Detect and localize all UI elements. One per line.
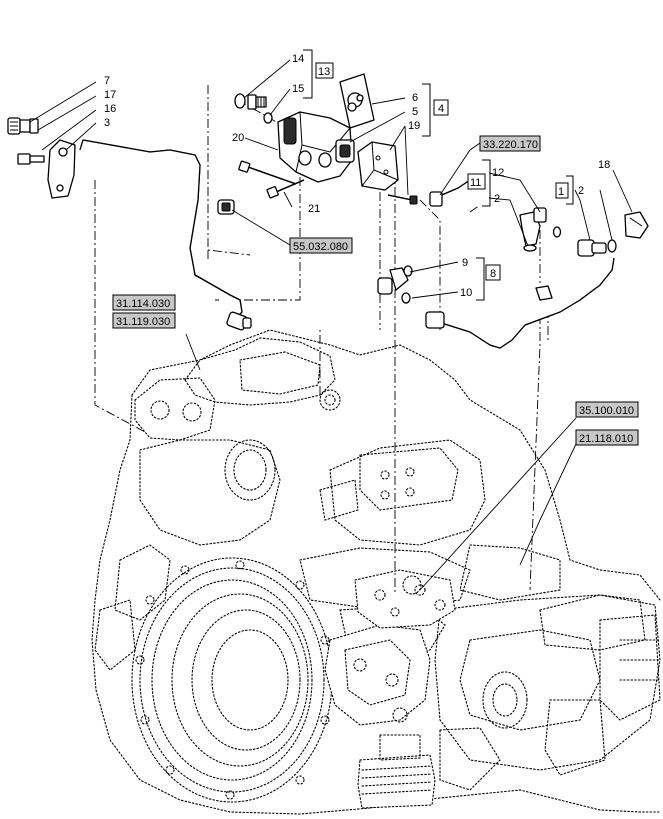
part-number: 6 <box>412 92 418 104</box>
part-number: 5 <box>412 106 418 118</box>
group-brackets <box>303 49 574 301</box>
part-number: 20 <box>232 132 244 144</box>
union-fitting-7 <box>7 117 39 135</box>
reference-label: 31.119.030 <box>116 316 170 328</box>
bell-bolts <box>135 560 330 800</box>
reference-label: 55.032.080 <box>293 241 348 253</box>
part-number: 17 <box>104 89 116 101</box>
part-number: 14 <box>292 53 304 65</box>
reference-label: 31.114.030 <box>116 298 170 310</box>
group-number: 13 <box>318 66 330 78</box>
reference-label: 33.220.170 <box>483 139 538 151</box>
tube-assembly-left <box>7 117 252 331</box>
part-number: 15 <box>292 83 304 95</box>
part-number: 7 <box>104 75 110 87</box>
reference-label: 21.118.010 <box>579 433 633 445</box>
part-number: 2 <box>578 185 584 197</box>
part-number: 9 <box>462 257 468 269</box>
group-number: 8 <box>490 268 496 280</box>
part-number: 19 <box>408 120 420 132</box>
leader-lines <box>29 59 633 591</box>
assembly-center-lines <box>94 85 549 595</box>
transmission-housing <box>91 329 661 815</box>
part-number: 12 <box>492 167 504 179</box>
reference-label: 35.100.010 <box>579 405 634 417</box>
part-number-labels: 7 17 16 3 14 15 20 6 5 19 21 12 2 18 2 9… <box>104 53 610 299</box>
group-number: 4 <box>438 103 444 115</box>
pipe-assembly-right <box>377 179 649 349</box>
part-number: 16 <box>104 103 116 115</box>
reference-boxes: 33.220.170 55.032.080 31.114.030 31.119.… <box>112 135 639 446</box>
group-number: 1 <box>558 186 564 198</box>
bolt-16 <box>17 153 45 165</box>
group-number-boxes: 13 4 11 1 8 <box>315 62 569 281</box>
part-number: 10 <box>460 287 472 299</box>
part-number: 2 <box>494 193 500 205</box>
part-number: 21 <box>308 203 320 215</box>
group-number: 11 <box>470 177 481 189</box>
part-number: 18 <box>598 159 610 171</box>
part-number: 3 <box>104 117 110 129</box>
solenoid-valve-group <box>217 73 418 215</box>
